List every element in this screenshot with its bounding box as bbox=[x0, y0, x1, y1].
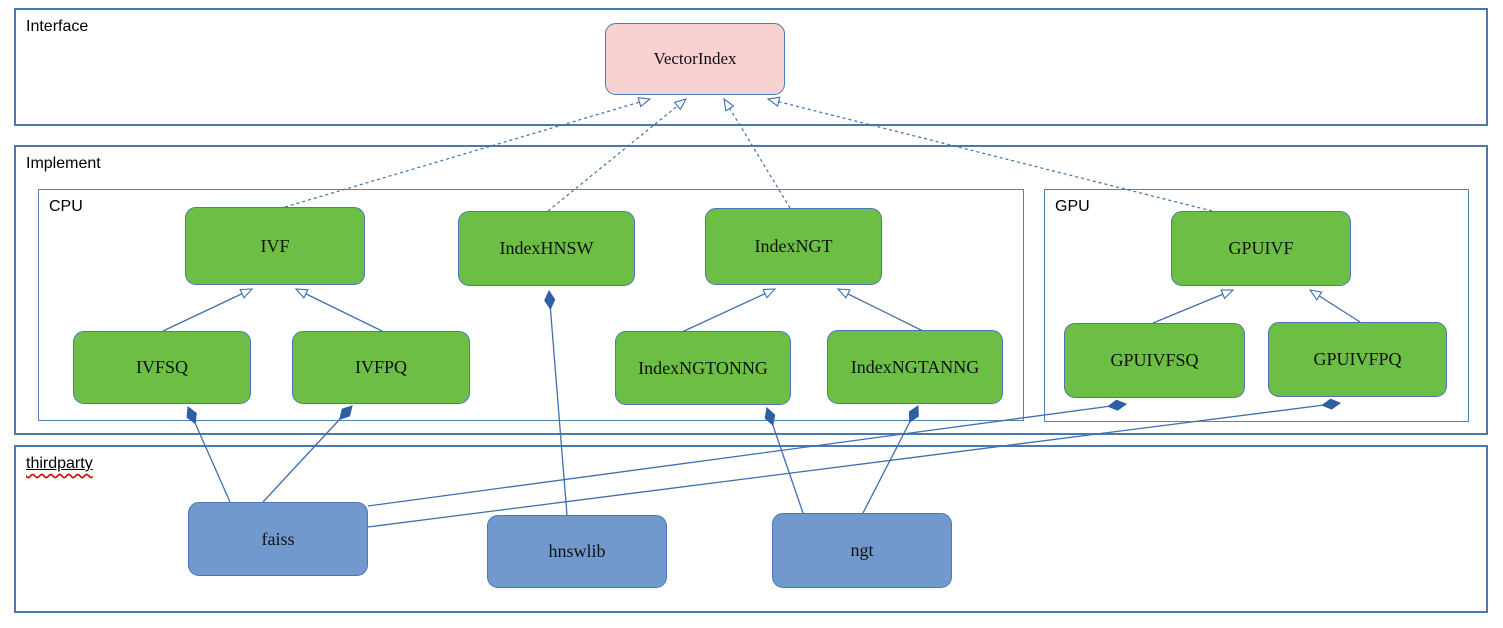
node-ngt: ngt bbox=[772, 513, 952, 588]
interface-container-label: Interface bbox=[26, 18, 89, 35]
node-indexngtonng: IndexNGTONNG bbox=[615, 331, 791, 405]
node-gpuivfpq: GPUIVFPQ bbox=[1268, 322, 1447, 397]
node-hnswlib: hnswlib bbox=[487, 515, 667, 588]
node-vectorindex: VectorIndex bbox=[605, 23, 785, 95]
gpu-container-label: GPU bbox=[1055, 198, 1090, 215]
node-ivfpq: IVFPQ bbox=[292, 331, 470, 404]
node-indexhnsw: IndexHNSW bbox=[458, 211, 635, 286]
node-indexngtanng: IndexNGTANNG bbox=[827, 330, 1003, 404]
node-indexngt: IndexNGT bbox=[705, 208, 882, 285]
node-gpuivf: GPUIVF bbox=[1171, 211, 1351, 286]
node-ivf: IVF bbox=[185, 207, 365, 285]
cpu-container-label: CPU bbox=[49, 198, 83, 215]
node-gpuivfsq: GPUIVFSQ bbox=[1064, 323, 1245, 398]
thirdparty-container-label: thirdparty bbox=[26, 455, 93, 473]
node-faiss: faiss bbox=[188, 502, 368, 576]
thirdparty-label-text: thirdparty bbox=[26, 455, 93, 472]
implement-container-label: Implement bbox=[26, 155, 101, 172]
node-ivfsq: IVFSQ bbox=[73, 331, 251, 404]
